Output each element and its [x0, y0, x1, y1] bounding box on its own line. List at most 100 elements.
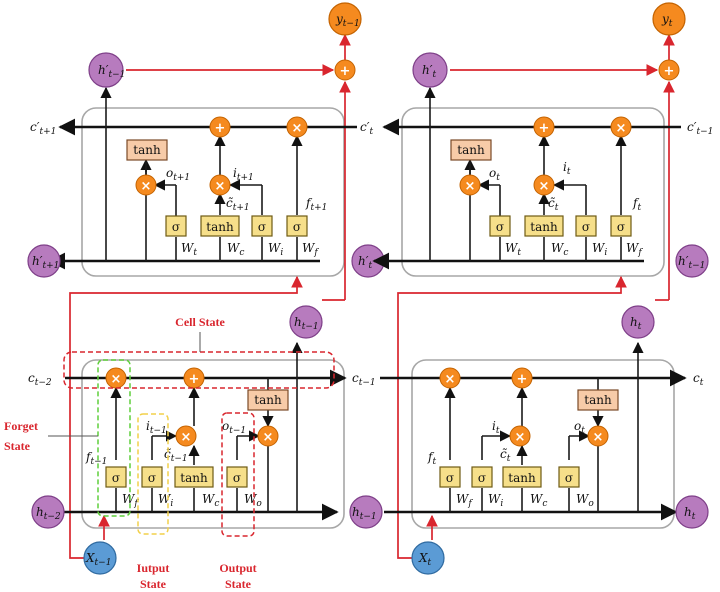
hidden-node: [412, 52, 448, 88]
input-node: [83, 541, 117, 575]
times-operator: [439, 367, 461, 389]
tanh-activation: [450, 139, 492, 161]
tanh-label: tanh: [584, 393, 612, 407]
h-label: ht−2: [36, 505, 61, 522]
times-symbol: ×: [181, 430, 192, 445]
sigma-label: σ: [233, 471, 241, 485]
cell-top-right: tanh σ tanh σ σ + × × × ot it c̃t ft Wt …: [372, 2, 713, 278]
hidden-node: [349, 495, 383, 529]
sigma-label: σ: [478, 471, 486, 485]
plus-symbol: +: [340, 64, 351, 79]
cell-box-bottom-right: [411, 359, 675, 529]
h-prime-label: h′t: [358, 254, 372, 271]
f-label: ft−1: [85, 450, 107, 467]
plus-operator: [658, 59, 680, 81]
plus-symbol: +: [517, 372, 528, 387]
cell-box-top-left: [81, 107, 345, 277]
cell-bottom-left: tanh σ σ tanh σ × + × × ft−1 it−1 c̃t−1 …: [4, 305, 383, 591]
cell-top-left: tanh σ tanh σ σ + × × × ot+1 it+1 c̃t+1 …: [27, 2, 385, 278]
c-prime-label: c′t: [360, 120, 373, 137]
red-connections: [69, 33, 675, 559]
plus-symbol: +: [189, 372, 200, 387]
times-symbol: ×: [515, 430, 526, 445]
hidden-node: [88, 52, 124, 88]
o-label: ot: [489, 166, 500, 183]
tanh-gate-candidate: [502, 466, 542, 488]
h-label: ht: [630, 315, 642, 332]
x-label: Xt: [418, 551, 432, 568]
o-label: ot−1: [222, 419, 246, 436]
w-label: Wc: [202, 492, 219, 509]
input-state-label: Iutput: [137, 561, 170, 575]
sigma-label: σ: [582, 220, 590, 234]
c-label: ct−2: [28, 371, 52, 388]
tanh-label: tanh: [133, 143, 161, 157]
i-label: it−1: [146, 419, 167, 436]
sigma-gate-output: [165, 215, 187, 237]
h-label: ht: [684, 505, 696, 522]
sigma-label: σ: [112, 471, 120, 485]
tanh-label: tanh: [508, 471, 536, 485]
times-operator: [587, 425, 609, 447]
hidden-node: [675, 244, 709, 278]
f-label: ft: [632, 196, 641, 213]
y-label: yt−1: [335, 12, 360, 29]
c-prime-label: c′t−1: [687, 120, 713, 137]
hidden-node: [289, 305, 323, 339]
times-symbol: ×: [465, 179, 476, 194]
plus-symbol: +: [539, 121, 550, 136]
times-operator: [610, 116, 632, 138]
tanh-gate-candidate: [174, 466, 214, 488]
c-tilde-label: c̃t−1: [164, 447, 188, 464]
i-label: it+1: [233, 166, 254, 183]
c-tilde-label: c̃t+1: [226, 196, 250, 213]
x-label: Xt−1: [85, 551, 111, 568]
h-prime-label: h′t−1: [678, 254, 705, 271]
tanh-label: tanh: [180, 471, 208, 485]
forget-state-label: Forget: [4, 419, 38, 433]
h-prime-label: h′t−1: [98, 63, 125, 80]
sigma-label: σ: [172, 220, 180, 234]
sigma-gate-forget: [105, 466, 127, 488]
h-prime-label: h′t+1: [32, 254, 59, 271]
tanh-label: tanh: [457, 143, 485, 157]
times-operator: [459, 174, 481, 196]
times-symbol: ×: [263, 430, 274, 445]
w-label: Wc: [551, 241, 568, 258]
plus-symbol: +: [664, 64, 675, 79]
sigma-gate-input: [251, 215, 273, 237]
i-label: it: [492, 419, 500, 436]
hidden-node: [675, 495, 709, 529]
c-tilde-label: c̃t: [548, 196, 559, 213]
cell-bottom-right: tanh σ σ tanh σ × + × × ft it c̃t ot Wf …: [380, 305, 709, 575]
w-label: Wt: [181, 241, 197, 258]
sigma-label: σ: [565, 471, 573, 485]
w-label: Wo: [576, 492, 594, 509]
cell-state-box: [63, 351, 335, 389]
w-label: Wf: [456, 492, 473, 509]
cell-state-label: Cell State: [175, 315, 225, 329]
w-label: Wf: [626, 241, 643, 258]
forget-state-box: [97, 359, 131, 517]
input-state-label: State: [140, 577, 167, 591]
times-symbol: ×: [593, 430, 604, 445]
tanh-gate-candidate: [200, 215, 240, 237]
times-operator: [135, 174, 157, 196]
hidden-node: [621, 305, 655, 339]
sigma-gate-forget: [610, 215, 632, 237]
c-label: ct: [693, 371, 704, 388]
w-label: Wi: [592, 241, 607, 258]
hidden-node: [27, 244, 61, 278]
c-prime-label: c′t+1: [30, 120, 56, 137]
plus-operator: [334, 59, 356, 81]
w-label: Wc: [227, 241, 244, 258]
times-symbol: ×: [292, 121, 303, 136]
w-label: Wf: [122, 492, 139, 509]
sigma-gate-input: [471, 466, 493, 488]
times-symbol: ×: [616, 121, 627, 136]
w-label: Wf: [302, 241, 319, 258]
times-symbol: ×: [445, 372, 456, 387]
f-label: ft: [427, 450, 436, 467]
c-label: ct−1: [352, 371, 376, 388]
sigma-label: σ: [148, 471, 156, 485]
